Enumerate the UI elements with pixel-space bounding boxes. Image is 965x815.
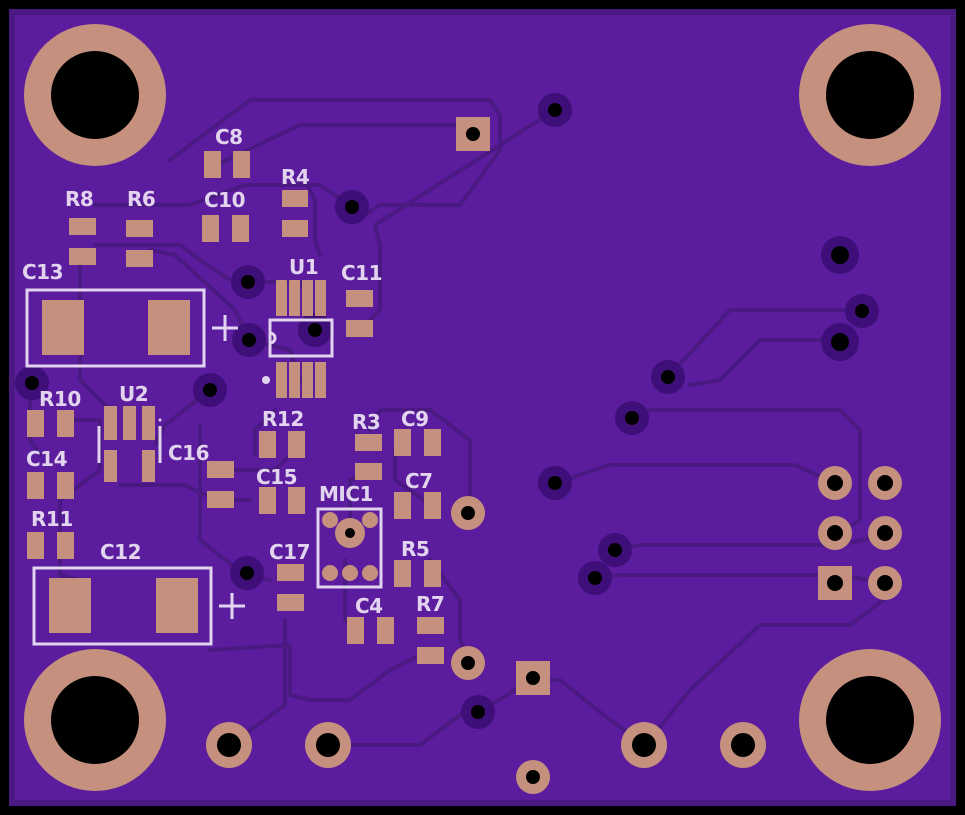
label-mic1: MIC1 bbox=[319, 482, 373, 506]
trace bbox=[478, 678, 647, 747]
label-c9: C9 bbox=[401, 407, 429, 431]
trace bbox=[223, 453, 292, 472]
label-c8: C8 bbox=[215, 125, 243, 149]
label-c17: C17 bbox=[269, 540, 310, 564]
label-c4: C4 bbox=[355, 594, 383, 618]
u1-notch bbox=[269, 331, 277, 345]
via bbox=[193, 373, 227, 407]
trace bbox=[208, 643, 432, 702]
u1-pin1-dot bbox=[262, 376, 270, 384]
via bbox=[461, 695, 495, 729]
mic1-outline bbox=[316, 507, 383, 589]
via bbox=[230, 556, 264, 590]
trace bbox=[666, 308, 862, 379]
label-u1: U1 bbox=[289, 255, 318, 279]
silkscreen-labels: C8 R8 R6 C10 R4 C13 U1 C11 R10 U2 R12 R3… bbox=[22, 125, 445, 618]
label-r11: R11 bbox=[31, 507, 73, 531]
trace bbox=[393, 448, 432, 507]
smd-pads bbox=[27, 151, 444, 664]
trace bbox=[643, 593, 892, 747]
trace bbox=[253, 408, 277, 457]
via bbox=[538, 93, 572, 127]
label-c7: C7 bbox=[405, 469, 433, 493]
drill-hole bbox=[51, 51, 139, 139]
vias bbox=[15, 93, 879, 729]
through-hole-pads bbox=[206, 117, 902, 794]
via bbox=[231, 265, 265, 299]
trace bbox=[688, 338, 842, 387]
trace bbox=[28, 378, 42, 457]
label-c13: C13 bbox=[22, 260, 63, 284]
trace bbox=[368, 408, 472, 514]
drill-hole bbox=[826, 676, 914, 764]
trace bbox=[168, 98, 502, 217]
via bbox=[15, 366, 49, 400]
via bbox=[335, 190, 369, 224]
label-c14: C14 bbox=[26, 447, 67, 471]
label-r12: R12 bbox=[262, 407, 304, 431]
drill-hole bbox=[51, 676, 139, 764]
trace bbox=[93, 183, 352, 207]
label-c11: C11 bbox=[341, 261, 382, 285]
label-r3: R3 bbox=[352, 410, 380, 434]
via bbox=[821, 323, 859, 361]
u1-outline bbox=[268, 318, 334, 358]
via bbox=[232, 323, 266, 357]
label-r5: R5 bbox=[401, 537, 429, 561]
label-c10: C10 bbox=[204, 188, 245, 212]
drill-hole bbox=[826, 51, 914, 139]
copper-traces bbox=[28, 98, 892, 747]
c13-outline bbox=[25, 288, 206, 368]
label-r10: R10 bbox=[39, 387, 81, 411]
via bbox=[651, 360, 685, 394]
label-c15: C15 bbox=[256, 465, 297, 489]
label-r8: R8 bbox=[65, 187, 93, 211]
trace bbox=[153, 388, 212, 447]
c12-outline bbox=[32, 566, 213, 646]
trace bbox=[58, 418, 102, 547]
silkscreen-outlines bbox=[25, 288, 383, 646]
trace bbox=[78, 248, 112, 412]
trace bbox=[328, 698, 482, 747]
label-r4: R4 bbox=[281, 165, 309, 189]
via bbox=[821, 236, 859, 274]
trace bbox=[228, 618, 287, 747]
label-r7: R7 bbox=[416, 592, 444, 616]
label-r6: R6 bbox=[127, 187, 155, 211]
label-c12: C12 bbox=[100, 540, 141, 564]
label-u2: U2 bbox=[119, 382, 148, 406]
mounting-holes bbox=[24, 24, 941, 791]
ground-pour-outline bbox=[9, 9, 956, 806]
via bbox=[298, 313, 332, 347]
via bbox=[578, 561, 612, 595]
via bbox=[615, 401, 649, 435]
via bbox=[598, 533, 632, 567]
via bbox=[845, 294, 879, 328]
u2-pin1-dot bbox=[158, 418, 162, 422]
label-c16: C16 bbox=[168, 441, 209, 465]
trace bbox=[553, 463, 837, 485]
trace bbox=[358, 108, 557, 332]
via bbox=[538, 466, 572, 500]
trace bbox=[303, 178, 322, 257]
